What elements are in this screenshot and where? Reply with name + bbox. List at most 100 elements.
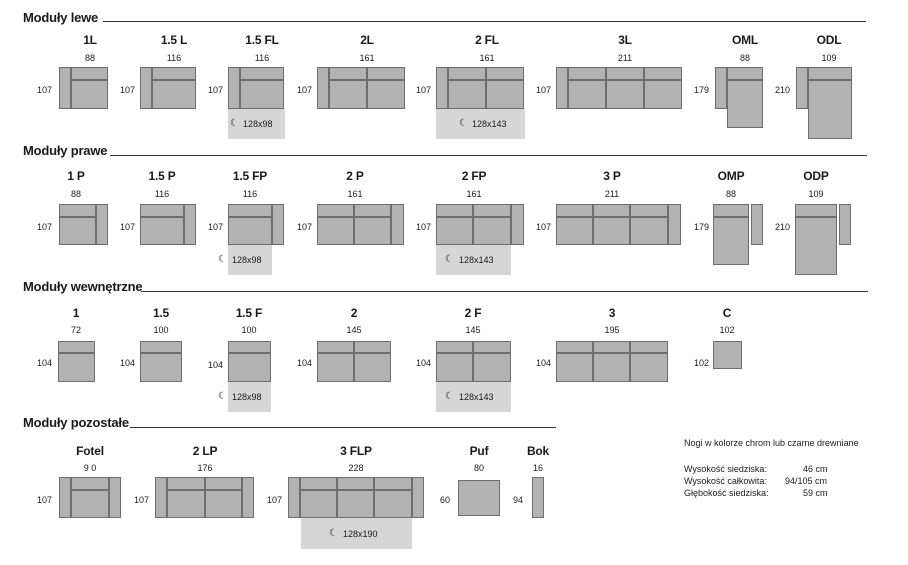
spec-value: 59 cm (803, 488, 828, 498)
module-width: 88 (70, 189, 82, 199)
module-depth: 104 (416, 358, 432, 368)
section-rule (141, 291, 868, 292)
module-name: OMP (717, 169, 745, 183)
module-width: 116 (154, 189, 170, 199)
module-depth: 107 (208, 85, 224, 95)
module-name: Fotel (76, 444, 104, 458)
module-width: 176 (197, 463, 213, 473)
module-width: 100 (153, 325, 169, 335)
module-name: 3 FLP (340, 444, 372, 458)
module-width: 88 (84, 53, 96, 63)
bed-size: 128x143 (459, 255, 494, 265)
spec-label: Wysokość całkowita: (684, 476, 767, 486)
module-width: 116 (254, 53, 270, 63)
section-rule (103, 21, 866, 22)
moon-icon: ☾ (445, 391, 454, 402)
module-depth: 107 (120, 222, 136, 232)
module-width: 80 (473, 463, 485, 473)
bed-size: 128x98 (232, 255, 262, 265)
module-name: 2L (360, 33, 374, 47)
moon-icon: ☾ (445, 254, 454, 265)
module-name: ODL (816, 33, 842, 47)
module-depth: 104 (536, 358, 552, 368)
bed-size: 128x98 (232, 392, 262, 402)
module-width: 161 (359, 53, 375, 63)
module-width: 195 (604, 325, 620, 335)
module-depth: 210 (775, 222, 791, 232)
module-name: 1.5 (152, 306, 170, 320)
module-width: 116 (242, 189, 258, 199)
module-name: 1 (72, 306, 80, 320)
module-width: 109 (808, 189, 824, 199)
module-name: Puf (469, 444, 489, 458)
module-name: 2 FL (475, 33, 499, 47)
module-depth: 107 (37, 495, 53, 505)
module-name: 1.5 L (160, 33, 188, 47)
module-depth: 60 (440, 495, 451, 505)
module-width: 161 (466, 189, 482, 199)
module-width: 161 (347, 189, 363, 199)
module-depth: 107 (37, 85, 53, 95)
moon-icon: ☾ (218, 254, 227, 265)
module-depth: 107 (297, 222, 313, 232)
module-width: 211 (617, 53, 633, 63)
section-rule (130, 427, 556, 428)
section-rule (110, 155, 867, 156)
bed-size: 128x143 (472, 119, 507, 129)
module-width: 145 (346, 325, 362, 335)
module-depth: 210 (775, 85, 791, 95)
module-depth: 107 (297, 85, 313, 95)
module-width: 100 (241, 325, 257, 335)
section-title-other-modules: Moduły pozostałe (23, 415, 129, 430)
module-depth: 107 (416, 85, 432, 95)
spec-label: Głębokość siedziska: (684, 488, 769, 498)
module-depth: 94 (513, 495, 524, 505)
spec-value: 46 cm (803, 464, 828, 474)
section-title-inner-modules: Moduły wewnętrzne (23, 279, 143, 294)
module-depth: 104 (297, 358, 313, 368)
module-name: 3 (608, 306, 616, 320)
bed-size: 128x98 (243, 119, 273, 129)
spec-label: Wysokość siedziska: (684, 464, 767, 474)
module-width: 109 (821, 53, 837, 63)
module-depth: 104 (208, 360, 224, 370)
module-depth: 179 (694, 85, 710, 95)
module-name: 1 P (67, 169, 85, 183)
module-depth: 179 (694, 222, 710, 232)
module-depth: 107 (267, 495, 283, 505)
moon-icon: ☾ (218, 391, 227, 402)
section-title-right-modules: Moduły prawe (23, 143, 108, 158)
module-depth: 104 (120, 358, 136, 368)
module-name: 1.5 FL (245, 33, 279, 47)
module-name: 2 LP (192, 444, 218, 458)
section-title-left-modules: Moduły lewe (23, 10, 99, 25)
module-name: C (722, 306, 732, 320)
moon-icon: ☾ (230, 118, 239, 129)
moon-icon: ☾ (329, 528, 338, 539)
module-name: 2 F (464, 306, 482, 320)
module-name: 1.5 FP (232, 169, 268, 183)
module-name: 3L (618, 33, 632, 47)
module-name: ODP (803, 169, 829, 183)
module-width: 211 (604, 189, 620, 199)
module-name: 3 P (603, 169, 621, 183)
legs-note: Nogi w kolorze chrom lub czarne drewnian… (684, 438, 859, 448)
module-width: 228 (348, 463, 364, 473)
module-width: 88 (725, 189, 737, 199)
module-depth: 107 (134, 495, 150, 505)
module-name: Bok (526, 444, 550, 458)
module-depth: 102 (694, 358, 710, 368)
module-name: OML (731, 33, 759, 47)
module-name: 1L (83, 33, 97, 47)
module-depth: 107 (416, 222, 432, 232)
module-width: 72 (70, 325, 82, 335)
module-name: 2 FP (461, 169, 487, 183)
module-width: 16 (532, 463, 544, 473)
module-depth: 107 (37, 222, 53, 232)
module-depth: 104 (37, 358, 53, 368)
module-name: 1.5 P (148, 169, 176, 183)
module-depth: 107 (536, 222, 552, 232)
module-name: 1.5 F (235, 306, 263, 320)
module-depth: 107 (208, 222, 224, 232)
module-width: 116 (166, 53, 182, 63)
